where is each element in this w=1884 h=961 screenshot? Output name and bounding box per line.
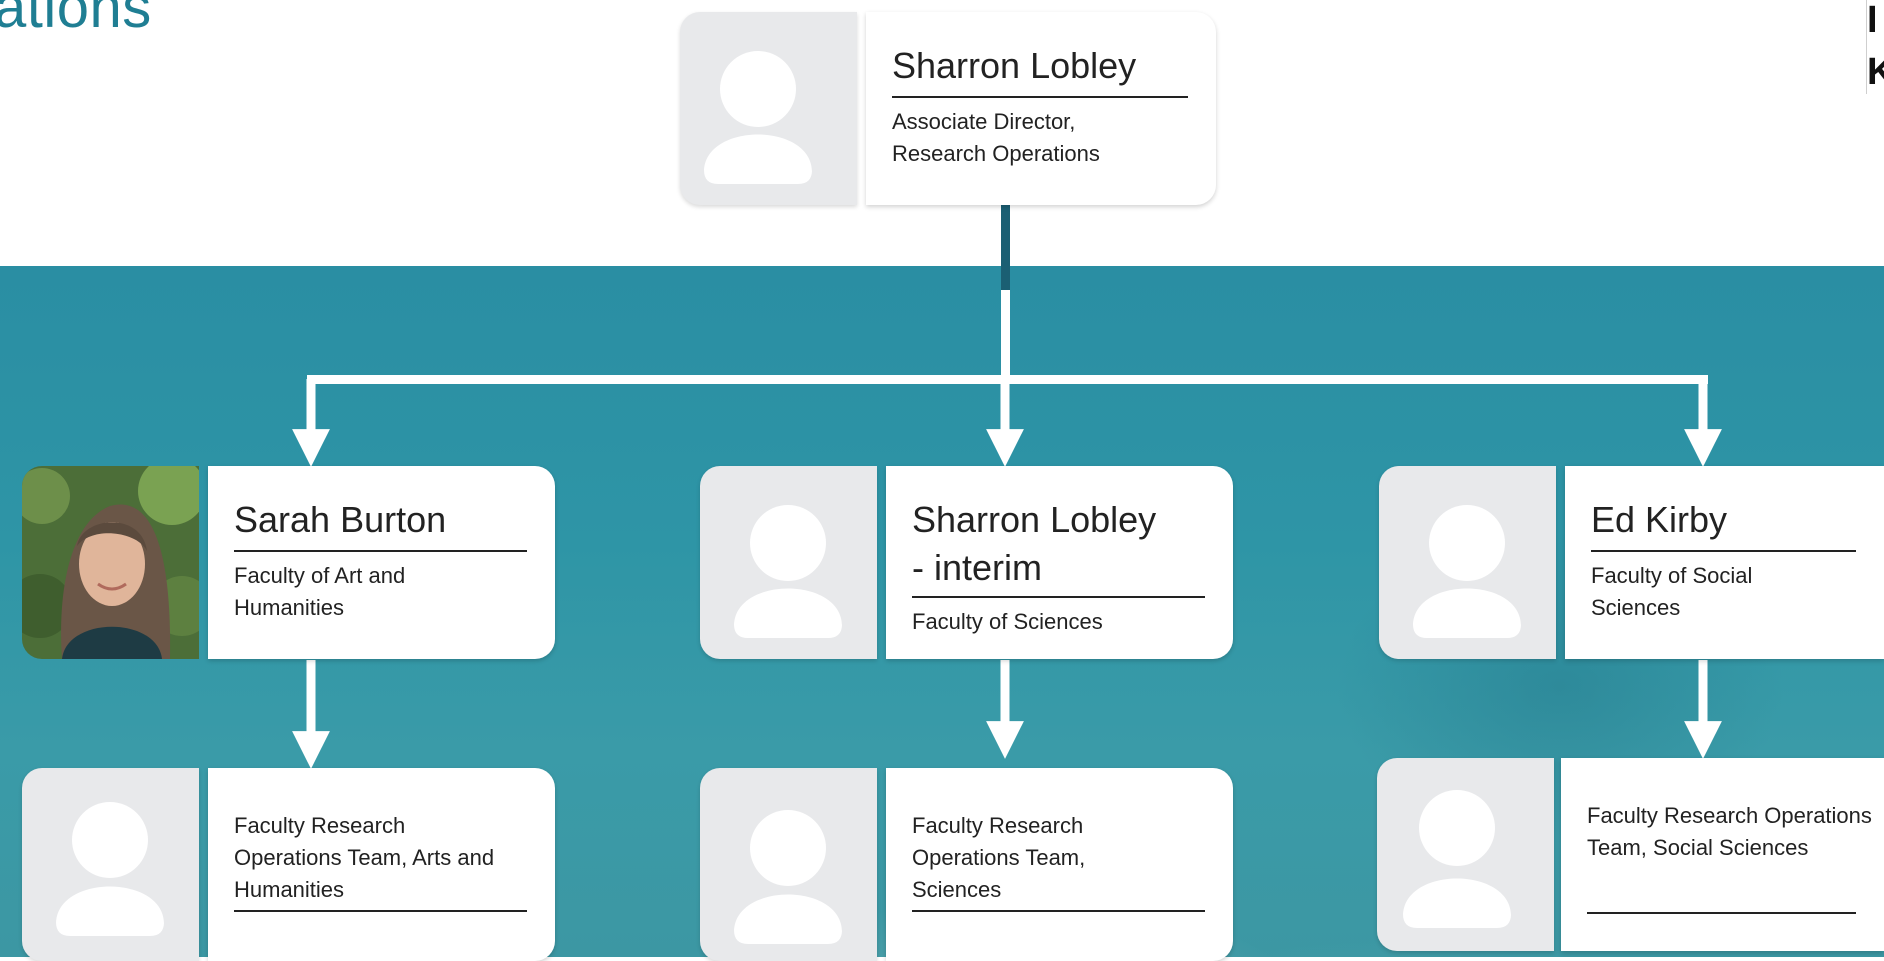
- team-line-2: Operations Team, Arts and: [234, 845, 495, 870]
- person-name-line-2: - interim: [912, 547, 1043, 588]
- info-panel: Sarah Burton Faculty of Art and Humaniti…: [208, 466, 555, 659]
- page-title: ations: [0, 0, 152, 40]
- photo-sarah-burton: [22, 466, 199, 659]
- person-name-line-1: Sharron Lobley: [912, 499, 1157, 540]
- person-role-line-1: Associate Director,: [892, 109, 1076, 134]
- corner-text-line-2: K: [1867, 46, 1884, 94]
- person-role-line-1: Faculty of Art and: [234, 563, 406, 588]
- person-role-line-2: Humanities: [234, 595, 345, 620]
- connector-stem-dark: [1001, 205, 1010, 290]
- info-panel: Sharron Lobley - interim Faculty of Scie…: [886, 466, 1233, 659]
- team-line-1: Faculty Research Operations: [1587, 803, 1872, 828]
- team-line-2: Operations Team,: [912, 845, 1086, 870]
- info-panel: Faculty Research Operations Team, Scienc…: [886, 768, 1233, 961]
- person-role-line-2: Sciences: [1591, 595, 1681, 620]
- info-panel: Ed Kirby Faculty of Social Sciences: [1565, 466, 1884, 659]
- team-line-1: Faculty Research: [234, 813, 406, 838]
- team-line-1: Faculty Research: [912, 813, 1084, 838]
- person-name: Sharron Lobley: [892, 42, 1188, 98]
- person-placeholder-icon: [1413, 505, 1521, 638]
- avatar: [700, 466, 877, 659]
- person-photo-icon: [22, 466, 199, 659]
- team-underline: [1587, 912, 1856, 914]
- person-placeholder-icon: [704, 51, 812, 184]
- corner-text: I K: [1866, 0, 1884, 94]
- team-line-2: Team, Social Sciences: [1587, 835, 1809, 860]
- avatar: [1377, 758, 1554, 951]
- person-name: Sharron Lobley - interim: [912, 496, 1205, 598]
- person-placeholder-icon: [56, 802, 164, 936]
- corner-text-line-1: I: [1867, 0, 1878, 41]
- connector-stem-white: [1001, 290, 1010, 380]
- person-placeholder-icon: [734, 505, 842, 638]
- avatar: [1379, 466, 1556, 659]
- person-role-line-1: Faculty of Social: [1591, 563, 1753, 588]
- person-name: Sarah Burton: [234, 496, 527, 552]
- person-role-line-1: Faculty of Sciences: [912, 609, 1103, 634]
- avatar: [680, 12, 857, 205]
- person-placeholder-icon: [1403, 790, 1511, 928]
- info-panel: Faculty Research Operations Team, Arts a…: [208, 768, 555, 961]
- info-panel: Faculty Research Operations Team, Social…: [1561, 758, 1884, 951]
- team-line-3: Humanities: [234, 874, 527, 912]
- team-line-3: Sciences: [912, 874, 1205, 912]
- person-placeholder-icon: [734, 810, 842, 944]
- person-role-line-2: Research Operations: [892, 141, 1100, 166]
- avatar: [22, 768, 199, 961]
- person-name: Ed Kirby: [1591, 496, 1856, 552]
- avatar: [700, 768, 877, 961]
- info-panel: Sharron Lobley Associate Director, Resea…: [866, 12, 1216, 205]
